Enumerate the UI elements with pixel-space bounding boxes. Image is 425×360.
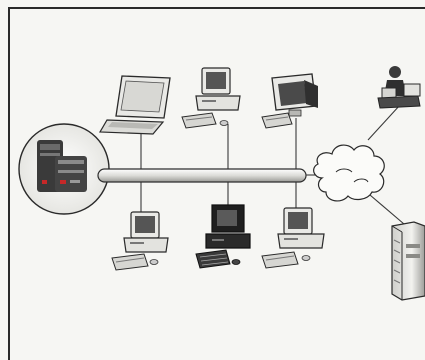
desktop-computer-icon — [111, 211, 169, 271]
desktop-top-center — [181, 67, 241, 129]
link-cloud-remote-user — [367, 104, 401, 141]
desktop-computer-icon — [195, 204, 251, 269]
server-workstation — [18, 123, 110, 215]
desktop-bottom-right — [261, 207, 325, 269]
desktop-bottom-center — [195, 204, 251, 269]
desktop-computer-icon — [261, 207, 325, 269]
remote-server — [391, 221, 425, 301]
monitor-top-right — [261, 73, 318, 129]
laptop-icon — [98, 75, 171, 135]
cloud-icon — [313, 144, 385, 202]
remote-user — [377, 66, 421, 109]
monitor-icon — [261, 73, 318, 129]
server-icon — [37, 140, 87, 192]
network-cloud — [313, 144, 385, 202]
backbone-bus — [97, 168, 307, 183]
laptop — [98, 75, 171, 135]
connection-lines — [140, 104, 405, 225]
remote-user-icon — [377, 66, 421, 109]
desktop-computer-icon — [181, 67, 241, 129]
link-cloud-remote-server — [369, 194, 405, 225]
server-tower-icon — [391, 221, 425, 301]
desktop-bottom-left — [111, 211, 169, 271]
diagram-frame — [8, 7, 425, 360]
